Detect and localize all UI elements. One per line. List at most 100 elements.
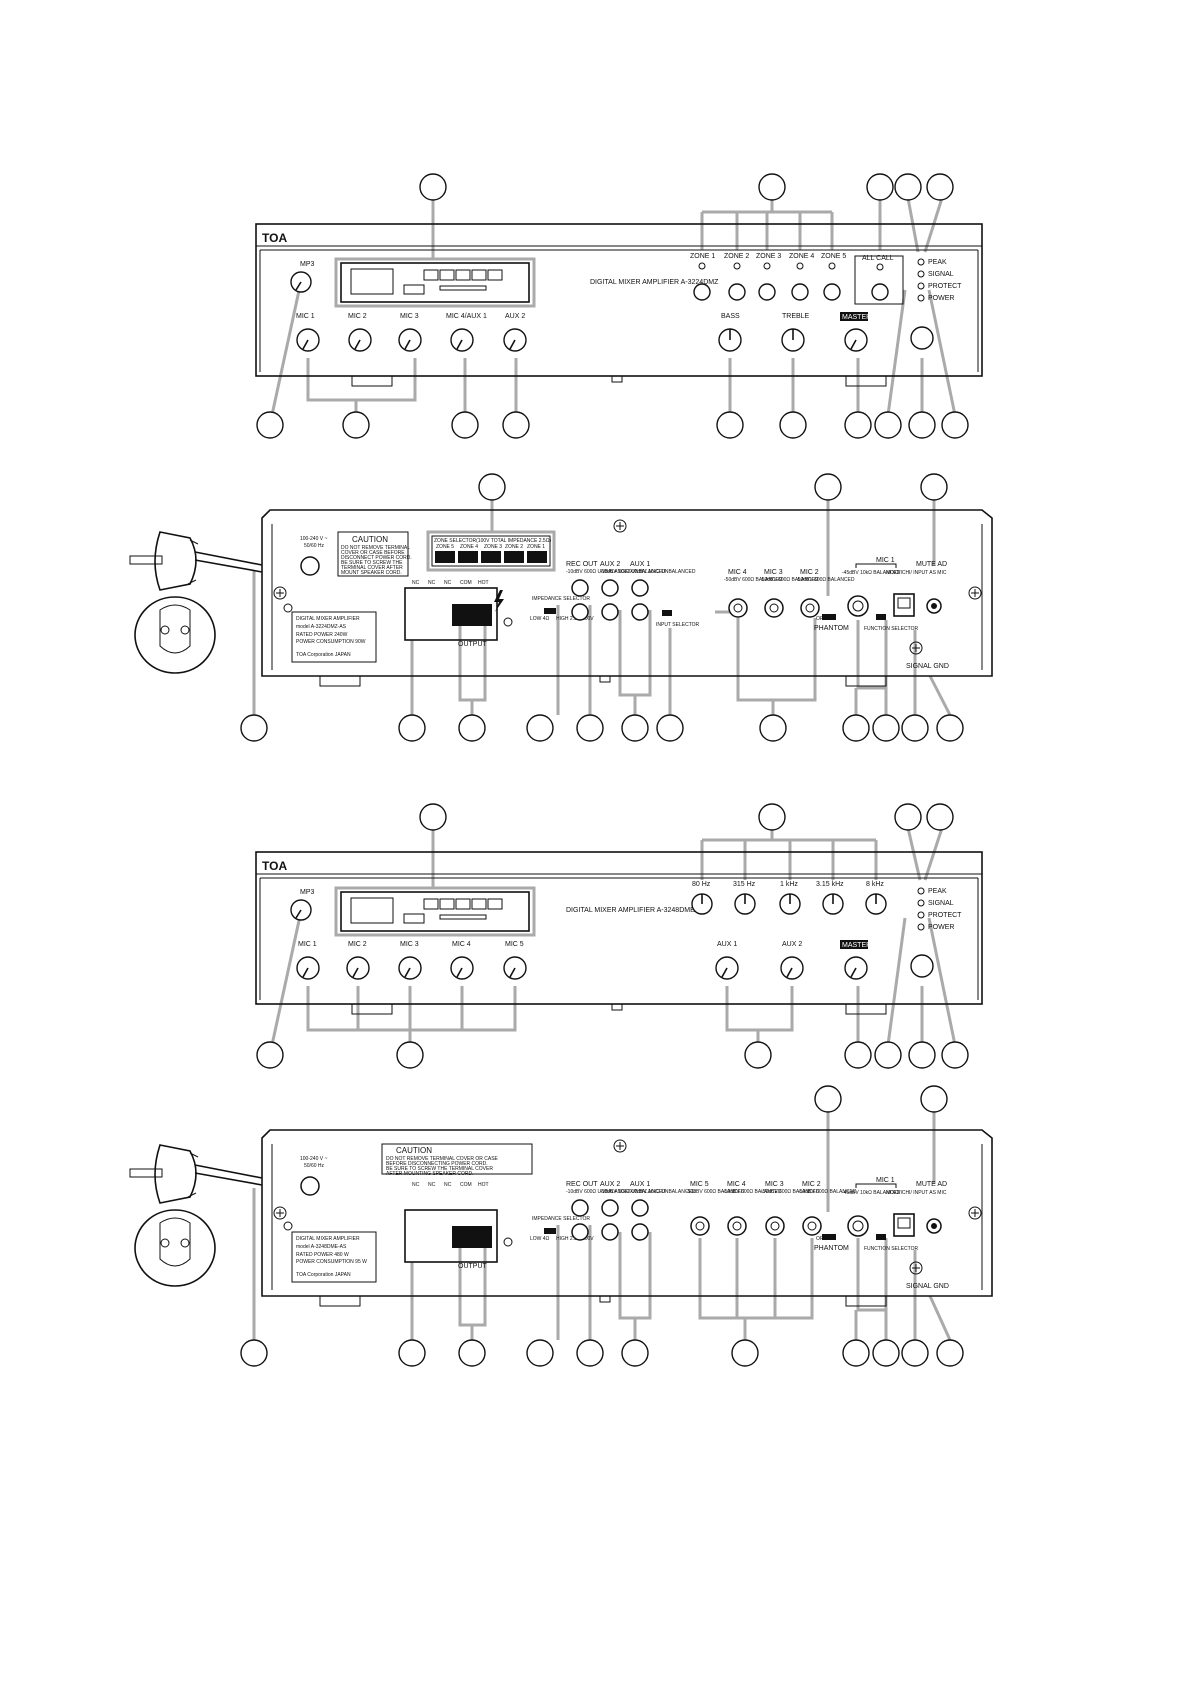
callout-bubble bbox=[526, 714, 554, 742]
power-plug bbox=[154, 1144, 197, 1204]
model-label: DIGITAL MIXER AMPLIFIER A-3248DME bbox=[566, 907, 695, 914]
mic2-rear-spec: -50dBV 600Ω BALANCED bbox=[798, 1189, 857, 1195]
rec-out-label: REC OUT bbox=[566, 1181, 598, 1188]
signal-gnd-screw[interactable] bbox=[909, 1261, 923, 1275]
impedance-switch[interactable] bbox=[544, 608, 556, 614]
usb-port[interactable] bbox=[403, 913, 425, 924]
function-selector-switch[interactable] bbox=[876, 614, 886, 620]
callouts-rear-a bbox=[252, 500, 952, 716]
mic4-jack[interactable] bbox=[728, 598, 748, 618]
rec-out-jack[interactable] bbox=[571, 1199, 589, 1217]
usb-port[interactable] bbox=[403, 284, 425, 295]
aux2-jack[interactable] bbox=[601, 1223, 619, 1241]
zone-1-button[interactable] bbox=[693, 283, 711, 301]
callout-bubble bbox=[396, 1041, 424, 1069]
rec-out-jack[interactable] bbox=[571, 603, 589, 621]
mic4-label: MIC 4 bbox=[452, 941, 471, 948]
mic1-xlr-jack[interactable] bbox=[847, 595, 869, 617]
sd-slot[interactable] bbox=[439, 914, 487, 920]
callout-bubble bbox=[844, 411, 872, 439]
mic1-rj45-port[interactable] bbox=[893, 593, 915, 617]
rec-out-jack[interactable] bbox=[571, 579, 589, 597]
all-call-frame bbox=[854, 255, 904, 305]
callout-bubble bbox=[894, 173, 922, 201]
mic3-rear-label: MIC 3 bbox=[764, 569, 783, 576]
aux2-jack[interactable] bbox=[601, 1199, 619, 1217]
speaker-terminal-cover[interactable] bbox=[404, 587, 498, 641]
mic1-spec-left: -45dBV 10kΩ BALANCED bbox=[842, 570, 901, 576]
power-switch[interactable] bbox=[910, 954, 934, 978]
terminal-label: NC bbox=[444, 580, 452, 586]
aux2-jack[interactable] bbox=[601, 603, 619, 621]
aux2-rear-spec: -10dBV 10kΩ UNBALANCED bbox=[600, 1189, 666, 1195]
mic1-rj45-port[interactable] bbox=[893, 1213, 915, 1237]
signal-gnd-screw[interactable] bbox=[909, 641, 923, 655]
phantom-switch[interactable] bbox=[822, 1234, 836, 1240]
mic5-rear-label: MIC 5 bbox=[690, 1181, 709, 1188]
callout-bubble bbox=[478, 473, 506, 501]
eq-80hz-label: 80 Hz bbox=[692, 881, 711, 888]
rec-out-jack[interactable] bbox=[571, 1223, 589, 1241]
aux1-jack[interactable] bbox=[631, 603, 649, 621]
mic2-rear-spec: -50dBV 600Ω BALANCED bbox=[796, 577, 855, 583]
caution-line: BEFORE DISCONNECTING POWER CORD. bbox=[386, 1161, 488, 1167]
mic1-xlr-jack[interactable] bbox=[847, 1215, 869, 1237]
ac-inlet[interactable] bbox=[300, 1176, 320, 1196]
power-cord-b bbox=[129, 1144, 263, 1287]
callout-bubble bbox=[920, 473, 948, 501]
input-selector-switch[interactable] bbox=[662, 610, 672, 616]
mic3-jack[interactable] bbox=[764, 598, 784, 618]
aux1-jack[interactable] bbox=[631, 1223, 649, 1241]
zone-5-button[interactable] bbox=[823, 283, 841, 301]
all-call-button[interactable] bbox=[871, 283, 889, 301]
aux1-jack[interactable] bbox=[631, 1199, 649, 1217]
mic5-rear-spec: -50dBV 600Ω BALANCED bbox=[686, 1189, 745, 1195]
aux1-jack[interactable] bbox=[631, 579, 649, 597]
mic3-jack[interactable] bbox=[765, 1216, 785, 1236]
mp3-module[interactable] bbox=[340, 891, 530, 932]
aux2-rear-label: AUX 2 bbox=[600, 561, 620, 568]
mp3-module[interactable] bbox=[340, 262, 530, 303]
mic4-jack[interactable] bbox=[727, 1216, 747, 1236]
mic-jacks-a bbox=[728, 598, 820, 618]
warning-bolt-icon bbox=[494, 590, 504, 612]
mic5-jack[interactable] bbox=[690, 1216, 710, 1236]
terminal-label: COM bbox=[460, 1182, 472, 1188]
mic2-jack[interactable] bbox=[800, 598, 820, 618]
zone-selector-callout bbox=[426, 530, 556, 572]
callout-bubble bbox=[758, 173, 786, 201]
impedance-switch[interactable] bbox=[544, 1228, 556, 1234]
function-selector-switch[interactable] bbox=[876, 1234, 886, 1240]
function-selector-label: FUNCTION SELECTOR bbox=[864, 1246, 918, 1252]
rating-label-plate bbox=[291, 1231, 377, 1283]
rear-panel-a: 100-240 V ~ 50/60 Hz CAUTION DO NOT REMO… bbox=[129, 473, 993, 742]
speaker-terminal[interactable] bbox=[452, 604, 492, 626]
speaker-terminal[interactable] bbox=[452, 1226, 492, 1248]
mic2-jack[interactable] bbox=[802, 1216, 822, 1236]
zone-2-label: ZONE 2 bbox=[724, 253, 749, 260]
aux1-rear-label: AUX 1 bbox=[630, 561, 650, 568]
power-switch[interactable] bbox=[910, 326, 934, 350]
aux1-rear-spec: -10dBV 10kΩ UNBALANCED bbox=[630, 569, 696, 575]
rating-line: RATED POWER 240W bbox=[296, 632, 348, 638]
terminal-label: NC bbox=[428, 1182, 436, 1188]
zone-selector-block[interactable] bbox=[431, 535, 551, 567]
callout-bubble bbox=[758, 803, 786, 831]
eq-3-15khz-label: 3.15 kHz bbox=[816, 881, 844, 888]
function-selector-label: FUNCTION SELECTOR bbox=[864, 626, 918, 632]
ac-inlet[interactable] bbox=[300, 556, 320, 576]
impedance-low: LOW 4Ω bbox=[530, 616, 550, 622]
speaker-terminal-cover[interactable] bbox=[404, 1209, 498, 1263]
mic2-rear-label: MIC 2 bbox=[800, 569, 819, 576]
zone-4-button[interactable] bbox=[791, 283, 809, 301]
rca-jacks-b bbox=[571, 1199, 649, 1241]
bubbles-front-a bbox=[256, 173, 969, 439]
aux2-jack[interactable] bbox=[601, 579, 619, 597]
zone-2-button[interactable] bbox=[728, 283, 746, 301]
sd-slot[interactable] bbox=[439, 285, 487, 291]
mic4-aux1-label: MIC 4/AUX 1 bbox=[446, 313, 487, 320]
zone-3-button[interactable] bbox=[758, 283, 776, 301]
callout-bubble bbox=[256, 1041, 284, 1069]
phantom-switch[interactable] bbox=[822, 614, 836, 620]
aux2-rear-spec: -10dBV 10kΩ UNBALANCED bbox=[600, 569, 666, 575]
